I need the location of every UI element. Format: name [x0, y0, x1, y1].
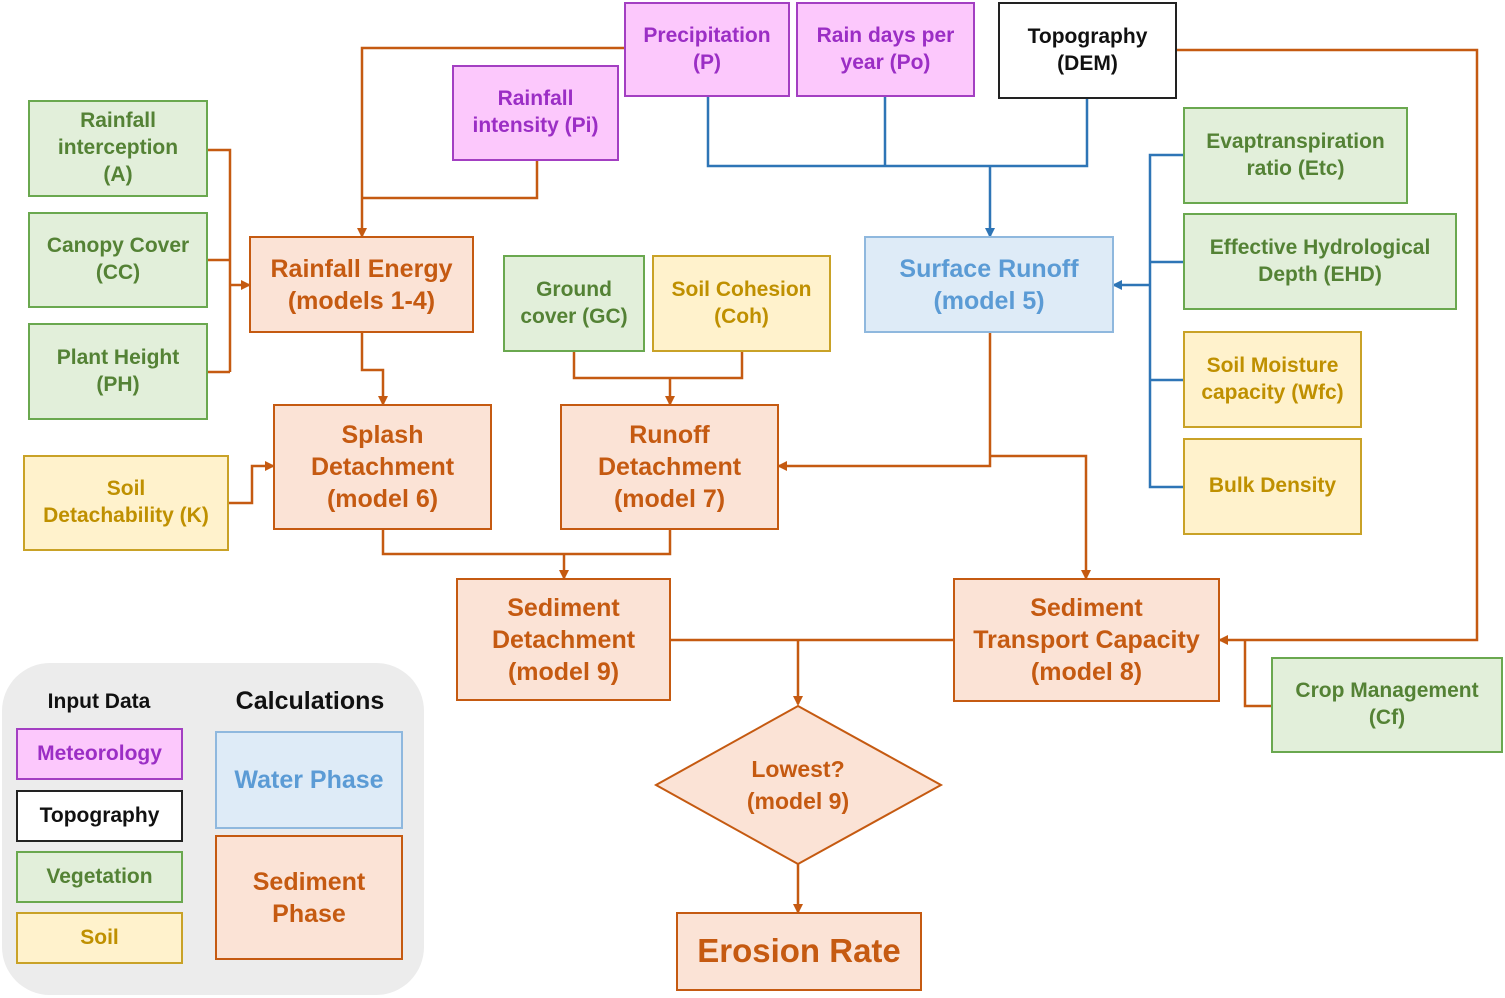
legend-meteorology: Meteorology: [16, 728, 183, 780]
crop-management-node: Crop Management (Cf): [1271, 657, 1503, 753]
precipitation-node: Precipitation (P): [624, 2, 790, 97]
bulk-density-node: Bulk Density: [1183, 438, 1362, 535]
sediment-transport-node: Sediment Transport Capacity (model 8): [953, 578, 1220, 702]
legend-vegetation: Vegetation: [16, 851, 183, 903]
legend-water-phase: Water Phase: [215, 731, 403, 829]
legend-input-header: Input Data: [47, 690, 151, 713]
lowest-decision-label: Lowest? (model 9): [746, 755, 850, 814]
connector-energy-splash: [360, 332, 388, 406]
rainfall-intensity-node: Rainfall intensity (Pi): [452, 65, 619, 161]
erosion-rate-node: Erosion Rate: [676, 912, 922, 991]
evapotranspiration-node: Evaptranspiration ratio (Etc): [1183, 107, 1408, 204]
canopy-cover-node: Canopy Cover (CC): [28, 212, 208, 308]
soil-cohesion-node: Soil Cohesion (Coh): [652, 255, 831, 352]
connector-splash-runoff-merge: [381, 529, 672, 556]
connector-detachability-splash: [228, 461, 275, 505]
ground-cover-node: Ground cover (GC): [503, 255, 645, 352]
legend-topography: Topography: [16, 790, 183, 842]
sediment-detachment-node: Sediment Detachment (model 9): [456, 578, 671, 701]
topography-node: Topography (DEM): [998, 2, 1177, 99]
connector-precipitation-rainfall-energy: [357, 46, 624, 238]
lowest-diamond: [653, 704, 944, 866]
rainfall-energy-node: Rainfall Energy (models 1-4): [249, 236, 474, 333]
runoff-detachment-node: Runoff Detachment (model 7): [560, 404, 779, 530]
rain-days-node: Rain days per year (Po): [796, 2, 975, 97]
splash-detachment-node: Splash Detachment (model 6): [273, 404, 492, 530]
soil-detachability-node: Soil Detachability (K): [23, 455, 229, 551]
connector-right-bus: [1148, 153, 1183, 489]
legend-sediment-phase: Sediment Phase: [215, 835, 403, 960]
connector-crop-transport: [1243, 640, 1271, 708]
plant-height-node: Plant Height (PH): [28, 323, 208, 420]
effective-hydrological-depth-node: Effective Hydrological Depth (EHD): [1183, 213, 1457, 310]
legend-soil: Soil: [16, 912, 183, 964]
rainfall-interception-node: Rainfall interception (A): [28, 100, 208, 197]
connector-precipitation-runoff: [706, 96, 1089, 168]
connector-intensity-rainfall-energy: [362, 161, 539, 200]
soil-moisture-node: Soil Moisture capacity (Wfc): [1183, 331, 1362, 428]
surface-runoff-node: Surface Runoff (model 5): [864, 236, 1114, 333]
legend-calculations-header: Calculations: [235, 687, 385, 715]
connector-runoff-transport: [990, 454, 1091, 580]
connector-runoff-branch: [777, 332, 992, 471]
connector-ground-cover: [572, 351, 744, 380]
connector-interception: [207, 148, 232, 372]
connector-topography-transport: [1176, 48, 1479, 645]
